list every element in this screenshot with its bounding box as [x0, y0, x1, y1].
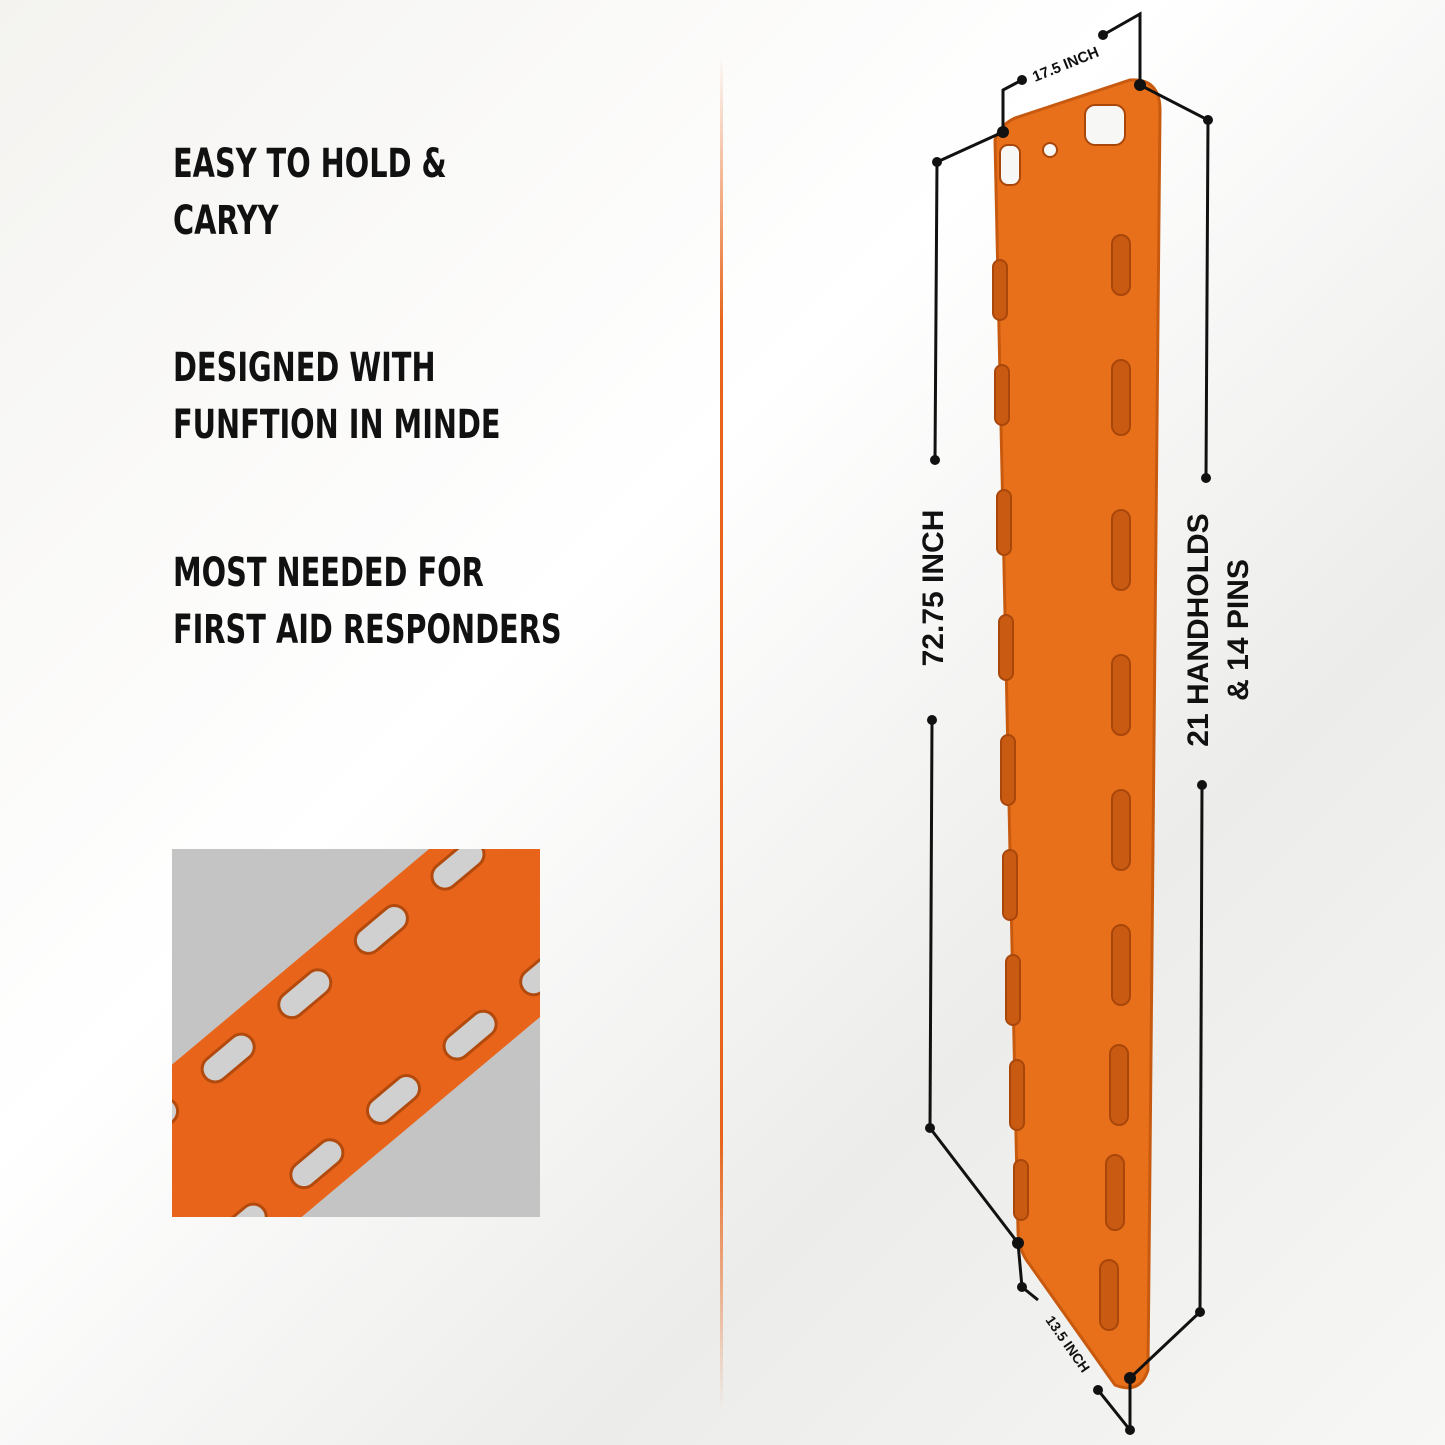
feature-easy-to-hold: EASY TO HOLD & CARYY — [173, 136, 447, 250]
feature-designed-function: DESIGNED WITH FUNFTION IN MINDE — [173, 340, 501, 454]
length-label: 72.75 INCH — [917, 510, 950, 667]
top-handle-cutouts — [999, 104, 1126, 186]
feature-line: FIRST AID RESPONDERS — [173, 607, 562, 653]
divider-line — [720, 55, 723, 1410]
feature-line: MOST NEEDED FOR — [173, 550, 484, 596]
handholds-label-line1: 21 HANDHOLDS — [1182, 513, 1215, 746]
feature-line: CARYY — [173, 198, 279, 244]
feature-line: FUNFTION IN MINDE — [173, 402, 501, 448]
handholds-label-line2: & 14 PINS — [1222, 559, 1255, 701]
top-width-label: 17.5 INCH — [1030, 44, 1101, 86]
feature-line: DESIGNED WITH — [173, 345, 436, 391]
feature-first-aid: MOST NEEDED FOR FIRST AID RESPONDERS — [173, 545, 562, 659]
handholds — [992, 234, 1131, 1331]
feature-line: EASY TO HOLD & — [173, 141, 447, 187]
board-closeup-image — [172, 849, 540, 1217]
